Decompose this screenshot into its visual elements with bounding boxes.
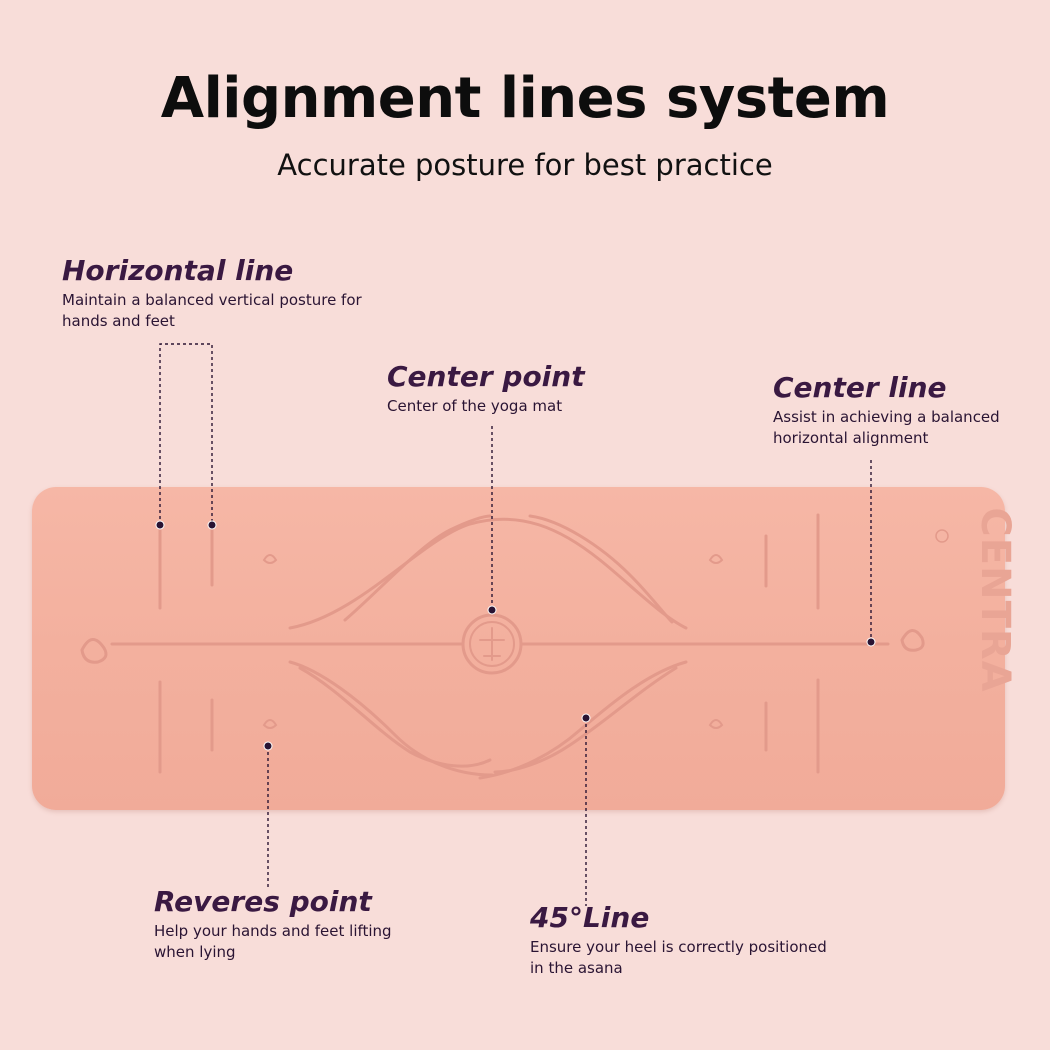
callout-center-point: Center point Center of the yoga mat bbox=[387, 360, 647, 417]
callout-center-line: Center line Assist in achieving a balanc… bbox=[773, 371, 1043, 449]
callout-heading: Reveres point bbox=[154, 885, 372, 918]
callout-heading: Center point bbox=[387, 360, 585, 393]
callout-heading: 45°Line bbox=[530, 901, 650, 934]
callout-description: Center of the yoga mat bbox=[387, 397, 563, 415]
callout-heading: Horizontal line bbox=[62, 254, 294, 287]
callout-description: Help your hands and feet lifting when ly… bbox=[154, 922, 392, 961]
callout-45-line: 45°Line Ensure your heel is correctly po… bbox=[530, 901, 830, 979]
callout-description: Ensure your heel is correctly positioned… bbox=[530, 938, 827, 977]
callout-description: Assist in achieving a balanced horizonta… bbox=[773, 408, 1000, 447]
callout-horizontal-line: Horizontal line Maintain a balanced vert… bbox=[62, 254, 402, 332]
yoga-mat bbox=[32, 487, 1005, 810]
page-subtitle: Accurate posture for best practice bbox=[277, 148, 773, 182]
callout-heading: Center line bbox=[773, 371, 947, 404]
page-title: Alignment lines system bbox=[160, 66, 890, 131]
callout-description: Maintain a balanced vertical posture for… bbox=[62, 291, 362, 330]
callout-reverse-point: Reveres point Help your hands and feet l… bbox=[154, 885, 414, 963]
